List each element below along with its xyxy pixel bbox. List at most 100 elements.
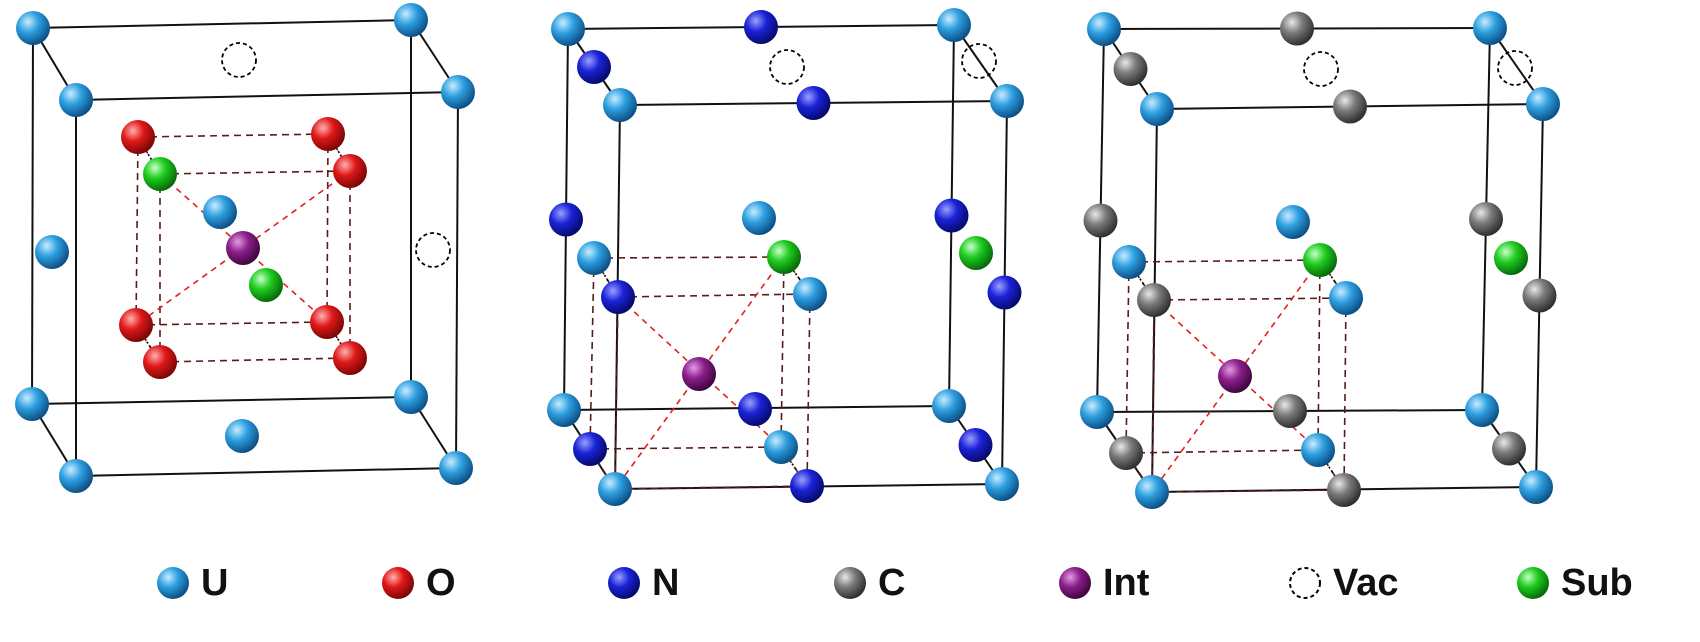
panel3-subcell-edge <box>1343 297 1347 491</box>
panel3-subcell-edge <box>1317 259 1321 451</box>
panel1-subcell-edge <box>135 321 328 326</box>
panel3-c-atom <box>1492 431 1526 466</box>
panel2-u-atom <box>551 12 585 46</box>
panel2-n-atom <box>987 275 1022 310</box>
panel1-vacancy <box>221 42 257 78</box>
panel2-sub-atom <box>767 240 801 274</box>
panel1-sub-atom <box>143 157 177 191</box>
panel1-subcell-edge <box>137 133 329 138</box>
panel3-subcell-edge <box>1125 261 1130 454</box>
panel1-cell-edge <box>32 19 412 29</box>
panel2-u-atom <box>985 467 1019 501</box>
panel1-cell-edge <box>31 396 412 405</box>
panel1-u-atom <box>394 3 428 37</box>
legend-item-o: O <box>380 548 456 618</box>
panel1-u-atom <box>59 459 93 493</box>
legend-item-int: Int <box>1057 548 1149 618</box>
panel3-int-atom <box>1218 359 1252 393</box>
u-atom-icon <box>157 567 189 599</box>
legend-item-c: C <box>832 548 905 618</box>
int-atom-icon <box>1059 567 1091 599</box>
panel3-subcell-edge <box>1151 489 1345 493</box>
panel3-c-atom <box>1109 436 1143 470</box>
panel2-n-atom <box>796 86 831 120</box>
panel2-n-atom <box>549 202 583 237</box>
panel1-u-atom <box>15 387 49 421</box>
panel3-u-atom <box>1080 395 1114 429</box>
panel2-subcell-edge <box>614 485 808 490</box>
panel2-u-atom <box>932 389 966 423</box>
legend-label-c: C <box>878 562 906 604</box>
panel1-cell-edge <box>455 91 459 469</box>
panel3-u-atom <box>1519 470 1553 504</box>
c-atom-icon <box>834 567 866 599</box>
panel3-sub-atom <box>1494 241 1528 275</box>
panel1-cell-edge <box>31 27 34 405</box>
panel3-c-atom <box>1113 52 1148 86</box>
panel2-vacancy <box>769 49 805 85</box>
panel1-u-atom <box>441 75 475 109</box>
panel2-vacancy <box>961 43 997 79</box>
panel2-subcell-edge <box>780 256 785 448</box>
legend-label-u: U <box>201 562 229 604</box>
panel1-u-atom <box>394 380 428 414</box>
panel1-o-atom <box>143 345 177 379</box>
panel1-u-atom <box>225 419 259 453</box>
panel1-subcell-edge <box>159 357 351 363</box>
panel1-subcell-edge <box>135 136 139 326</box>
panel1-u-atom <box>16 11 50 45</box>
vacancy-icon <box>1289 567 1321 599</box>
o-atom-icon <box>382 567 414 599</box>
panel3-c-atom <box>1083 203 1118 238</box>
panel3-vacancy <box>1497 50 1533 86</box>
legend-label-int: Int <box>1103 562 1150 604</box>
sub-atom-icon <box>1517 567 1549 599</box>
panel1-u-atom <box>35 235 69 269</box>
panel1-u-atom <box>203 195 237 229</box>
legend-item-u: U <box>155 548 228 618</box>
panel2-subcell-edge <box>614 296 619 490</box>
legend-item-vac: Vac <box>1287 548 1399 618</box>
n-atom-icon <box>608 567 640 599</box>
panel1-subcell-edge <box>159 170 351 175</box>
panel1-sub-atom <box>249 268 283 302</box>
panel3-c-atom <box>1137 283 1171 317</box>
panel2-u-atom <box>764 430 798 464</box>
legend-label-o: O <box>426 562 456 604</box>
panel1-int-atom <box>226 231 260 265</box>
panel1-o-atom <box>119 308 153 342</box>
panel2-subcell-edge <box>589 446 782 450</box>
panel2-n-atom <box>601 280 635 314</box>
panel3-u-atom <box>1465 393 1499 427</box>
panel3-c-atom <box>1273 394 1307 428</box>
panel2-n-atom <box>577 50 611 84</box>
panel2-u-atom <box>598 472 632 506</box>
panel3-u-atom <box>1135 475 1169 509</box>
panel3-sub-atom <box>1303 243 1337 277</box>
panel2-n-atom <box>958 428 993 462</box>
panel3-u-atom <box>1329 281 1363 315</box>
panel3-subcell-edge <box>1153 297 1347 301</box>
panel2-u-atom <box>937 8 971 42</box>
legend-item-sub: Sub <box>1515 548 1633 618</box>
panel1-o-atom <box>310 305 344 339</box>
panel3-c-atom <box>1280 11 1314 46</box>
panel3-c-atom <box>1469 202 1503 236</box>
panel2-n-atom <box>738 392 772 426</box>
panel2-u-atom <box>577 241 611 275</box>
panel1-vacancy <box>415 232 451 268</box>
legend-label-n: N <box>652 562 680 604</box>
panel2-u-atom <box>547 393 581 427</box>
panel3-vacancy <box>1303 51 1339 87</box>
panel2-n-atom <box>573 432 607 466</box>
panel1-o-atom <box>333 341 367 375</box>
panel2-u-atom <box>603 88 637 122</box>
legend: U O N C Int Vac Sub <box>0 548 1700 618</box>
panel1-o-atom <box>121 120 155 154</box>
panel3-u-atom <box>1473 11 1507 45</box>
panel3-u-atom <box>1087 12 1121 46</box>
panel3-u-atom <box>1276 205 1310 239</box>
panel2-subcell-edge <box>806 293 811 487</box>
panel3-c-atom <box>1327 473 1361 507</box>
